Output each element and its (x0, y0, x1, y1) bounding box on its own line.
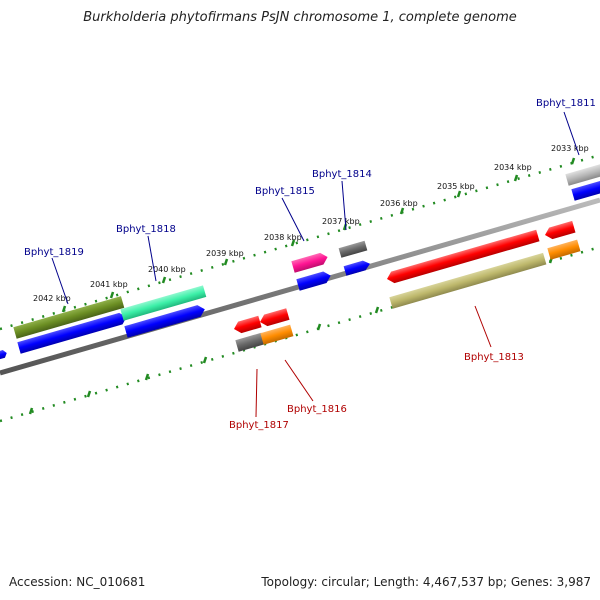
scale-label: 2041 kbp (90, 280, 128, 289)
scale-label-group: 2042 kbp 2041 kbp 2040 kbp 2039 kbp 2038… (33, 144, 589, 303)
scale-label: 2042 kbp (33, 294, 71, 303)
accession-text: Accession: NC_010681 (9, 575, 146, 589)
map-title: Burkholderia phytofirmans PsJN chromosom… (83, 10, 517, 25)
scale-label: 2040 kbp (148, 265, 186, 274)
gene-label-leaders (51, 111, 580, 418)
gene-label-bphyt-1811[interactable]: Bphyt_1811 (536, 98, 596, 109)
gene-red-large[interactable] (385, 229, 540, 285)
scale-label: 2033 kbp (551, 144, 589, 153)
gene-bphyt-1815[interactable] (291, 251, 329, 273)
gene-labels: Bphyt_1811 Bphyt_1814 Bphyt_1815 Bphyt_1… (24, 98, 596, 431)
cds-feature[interactable] (17, 311, 128, 354)
gene-track-inner-bottom (235, 239, 581, 352)
gene-red-small-1[interactable] (232, 315, 262, 335)
gene-label-bphyt-1814[interactable]: Bphyt_1814 (312, 169, 372, 180)
scale-label: 2039 kbp (206, 249, 244, 258)
gene-red-small-3[interactable] (543, 220, 576, 241)
scale-label: 2035 kbp (437, 182, 475, 191)
gene-red-small-2[interactable] (258, 308, 290, 328)
scale-label: 2034 kbp (494, 163, 532, 172)
cds-track-outer-strand (0, 178, 600, 363)
gene-bphyt-1817[interactable] (235, 332, 265, 352)
gene-bphyt-1818[interactable] (120, 285, 207, 321)
scale-label: 2037 kbp (322, 217, 360, 226)
gene-orange-right[interactable] (547, 239, 581, 260)
gene-bphyt-1819[interactable] (13, 296, 125, 339)
cds-feature[interactable] (124, 303, 206, 338)
major-ticks-outer (61, 157, 576, 313)
cds-feature[interactable] (343, 259, 372, 276)
cds-feature[interactable] (0, 349, 8, 363)
scale-label: 2038 kbp (264, 233, 302, 242)
gene-label-bphyt-1816[interactable]: Bphyt_1816 (287, 404, 347, 415)
cds-feature[interactable] (296, 270, 332, 291)
gene-track-outer (13, 161, 600, 339)
topology-text: Topology: circular; Length: 4,467,537 bp… (261, 575, 591, 589)
gene-bphyt-1814[interactable] (338, 240, 368, 258)
scale-label: 2036 kbp (380, 199, 418, 208)
gene-bphyt-1816[interactable] (260, 324, 294, 345)
gene-label-bphyt-1818[interactable]: Bphyt_1818 (116, 224, 176, 235)
gene-label-bphyt-1815[interactable]: Bphyt_1815 (255, 186, 315, 197)
gene-label-bphyt-1813[interactable]: Bphyt_1813 (464, 352, 524, 363)
gene-track-inner-top (232, 220, 576, 335)
gene-bphyt-1813[interactable] (389, 252, 547, 309)
cds-feature[interactable] (571, 178, 600, 201)
gene-label-bphyt-1817[interactable]: Bphyt_1817 (229, 420, 289, 431)
gene-bphyt-1811[interactable] (565, 161, 600, 186)
gene-label-bphyt-1819[interactable]: Bphyt_1819 (24, 247, 84, 258)
